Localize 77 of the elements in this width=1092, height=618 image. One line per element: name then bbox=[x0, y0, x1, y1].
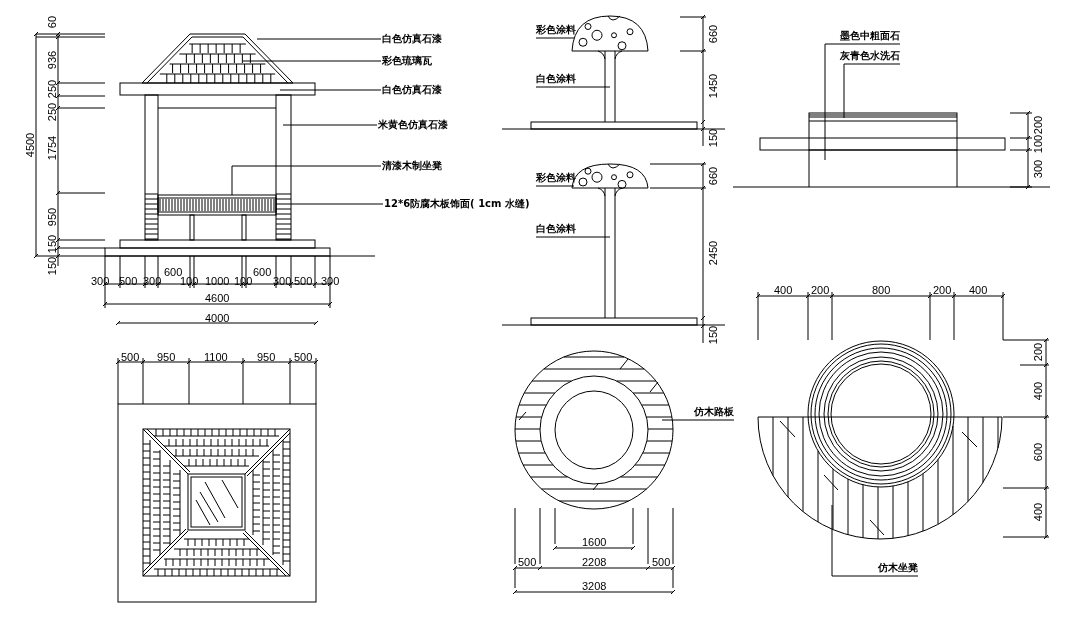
dimension-text: 150 bbox=[707, 128, 720, 148]
callout-text: 白色涂料 bbox=[536, 72, 576, 86]
leader-line bbox=[831, 504, 919, 577]
callout-text: 白色仿真石漆 bbox=[382, 83, 442, 97]
dimension-text: 200 bbox=[1032, 115, 1045, 135]
dimension-text: 400 bbox=[1032, 502, 1045, 522]
dimension-text: 950 bbox=[257, 351, 276, 363]
dimension-text: 3208 bbox=[582, 580, 607, 592]
dimension-text: 500 bbox=[518, 556, 537, 568]
dimension-text: 1754 bbox=[46, 135, 59, 161]
callout-text: 墨色中粗面石 bbox=[840, 29, 900, 43]
callout-text: 12*6防腐木板饰面( 1cm 水缝) bbox=[384, 197, 530, 211]
callout-text: 白色仿真石漆 bbox=[382, 32, 442, 46]
dimension-text: 200 bbox=[811, 284, 830, 296]
dimension-text: 950 bbox=[157, 351, 176, 363]
dimension-text: 250 bbox=[46, 102, 59, 122]
dimension-text: 300 bbox=[273, 275, 292, 287]
leader-line bbox=[535, 185, 575, 187]
dimension-text: 150 bbox=[707, 325, 720, 345]
dimension-text: 2208 bbox=[582, 556, 607, 568]
dimension-text: 1100 bbox=[204, 351, 228, 363]
callout-text: 仿木坐凳 bbox=[878, 561, 918, 575]
leader-line bbox=[242, 60, 382, 62]
dimension-text: 660 bbox=[707, 166, 720, 186]
callout-text: 白色涂料 bbox=[536, 222, 576, 236]
dimension-text: 500 bbox=[294, 351, 313, 363]
dimension-text: 4600 bbox=[205, 292, 230, 304]
dimension-text: 500 bbox=[121, 351, 140, 363]
leader-line bbox=[282, 124, 378, 126]
callout-text: 彩色涂料 bbox=[536, 23, 576, 37]
callout-text: 灰青色水洗石 bbox=[840, 49, 900, 63]
leader-line bbox=[256, 38, 382, 40]
dimension-text: 150 bbox=[46, 256, 59, 276]
leader-line bbox=[535, 86, 611, 88]
dimension-text: 100 bbox=[1032, 134, 1045, 154]
leader-line bbox=[824, 43, 901, 161]
dimension-text: 500 bbox=[294, 275, 313, 287]
dimension-text: 400 bbox=[969, 284, 988, 296]
leader-line bbox=[231, 165, 382, 196]
leader-line bbox=[290, 203, 384, 205]
dimension-text: 250 bbox=[46, 79, 59, 99]
dimension-text: 4500 bbox=[24, 132, 37, 158]
dimension-text: 600 bbox=[164, 266, 183, 278]
dimension-text: 60 bbox=[46, 15, 59, 29]
dimension-text: 500 bbox=[652, 556, 671, 568]
dimension-text: 300 bbox=[1032, 159, 1045, 179]
dimension-text: 150 bbox=[46, 234, 59, 254]
callout-text: 彩色琉璃瓦 bbox=[382, 54, 432, 68]
dimension-text: 300 bbox=[91, 275, 110, 287]
leader-line bbox=[279, 89, 382, 91]
dimension-text: 600 bbox=[253, 266, 272, 278]
dimension-text: 400 bbox=[774, 284, 793, 296]
dimension-text: 936 bbox=[46, 50, 59, 70]
dimension-text: 800 bbox=[872, 284, 891, 296]
dimension-text: 1450 bbox=[707, 73, 720, 99]
dimension-text: 950 bbox=[46, 207, 59, 227]
callout-text: 米黄色仿真石漆 bbox=[378, 118, 448, 132]
leader-line bbox=[661, 419, 735, 421]
dimension-text: 1000 bbox=[205, 275, 230, 287]
leader-line bbox=[535, 236, 611, 238]
dimension-text: 400 bbox=[1032, 381, 1045, 401]
leader-line bbox=[843, 63, 901, 119]
callout-text: 仿木路板 bbox=[694, 405, 734, 419]
dimension-text: 660 bbox=[707, 24, 720, 44]
dimension-text: 600 bbox=[1032, 442, 1045, 462]
callout-text: 清漆木制坐凳 bbox=[382, 159, 442, 173]
dimension-text: 1600 bbox=[582, 536, 607, 548]
dimension-text: 100 bbox=[234, 275, 253, 287]
dimension-text: 2450 bbox=[707, 240, 720, 266]
dimension-text: 4000 bbox=[205, 312, 230, 324]
dimension-text: 200 bbox=[933, 284, 952, 296]
dimension-text: 500 bbox=[119, 275, 138, 287]
dimension-text: 300 bbox=[143, 275, 162, 287]
dimension-text: 200 bbox=[1032, 342, 1045, 362]
dimension-text: 300 bbox=[321, 275, 340, 287]
leader-line bbox=[535, 37, 575, 39]
callout-text: 彩色涂料 bbox=[536, 171, 576, 185]
